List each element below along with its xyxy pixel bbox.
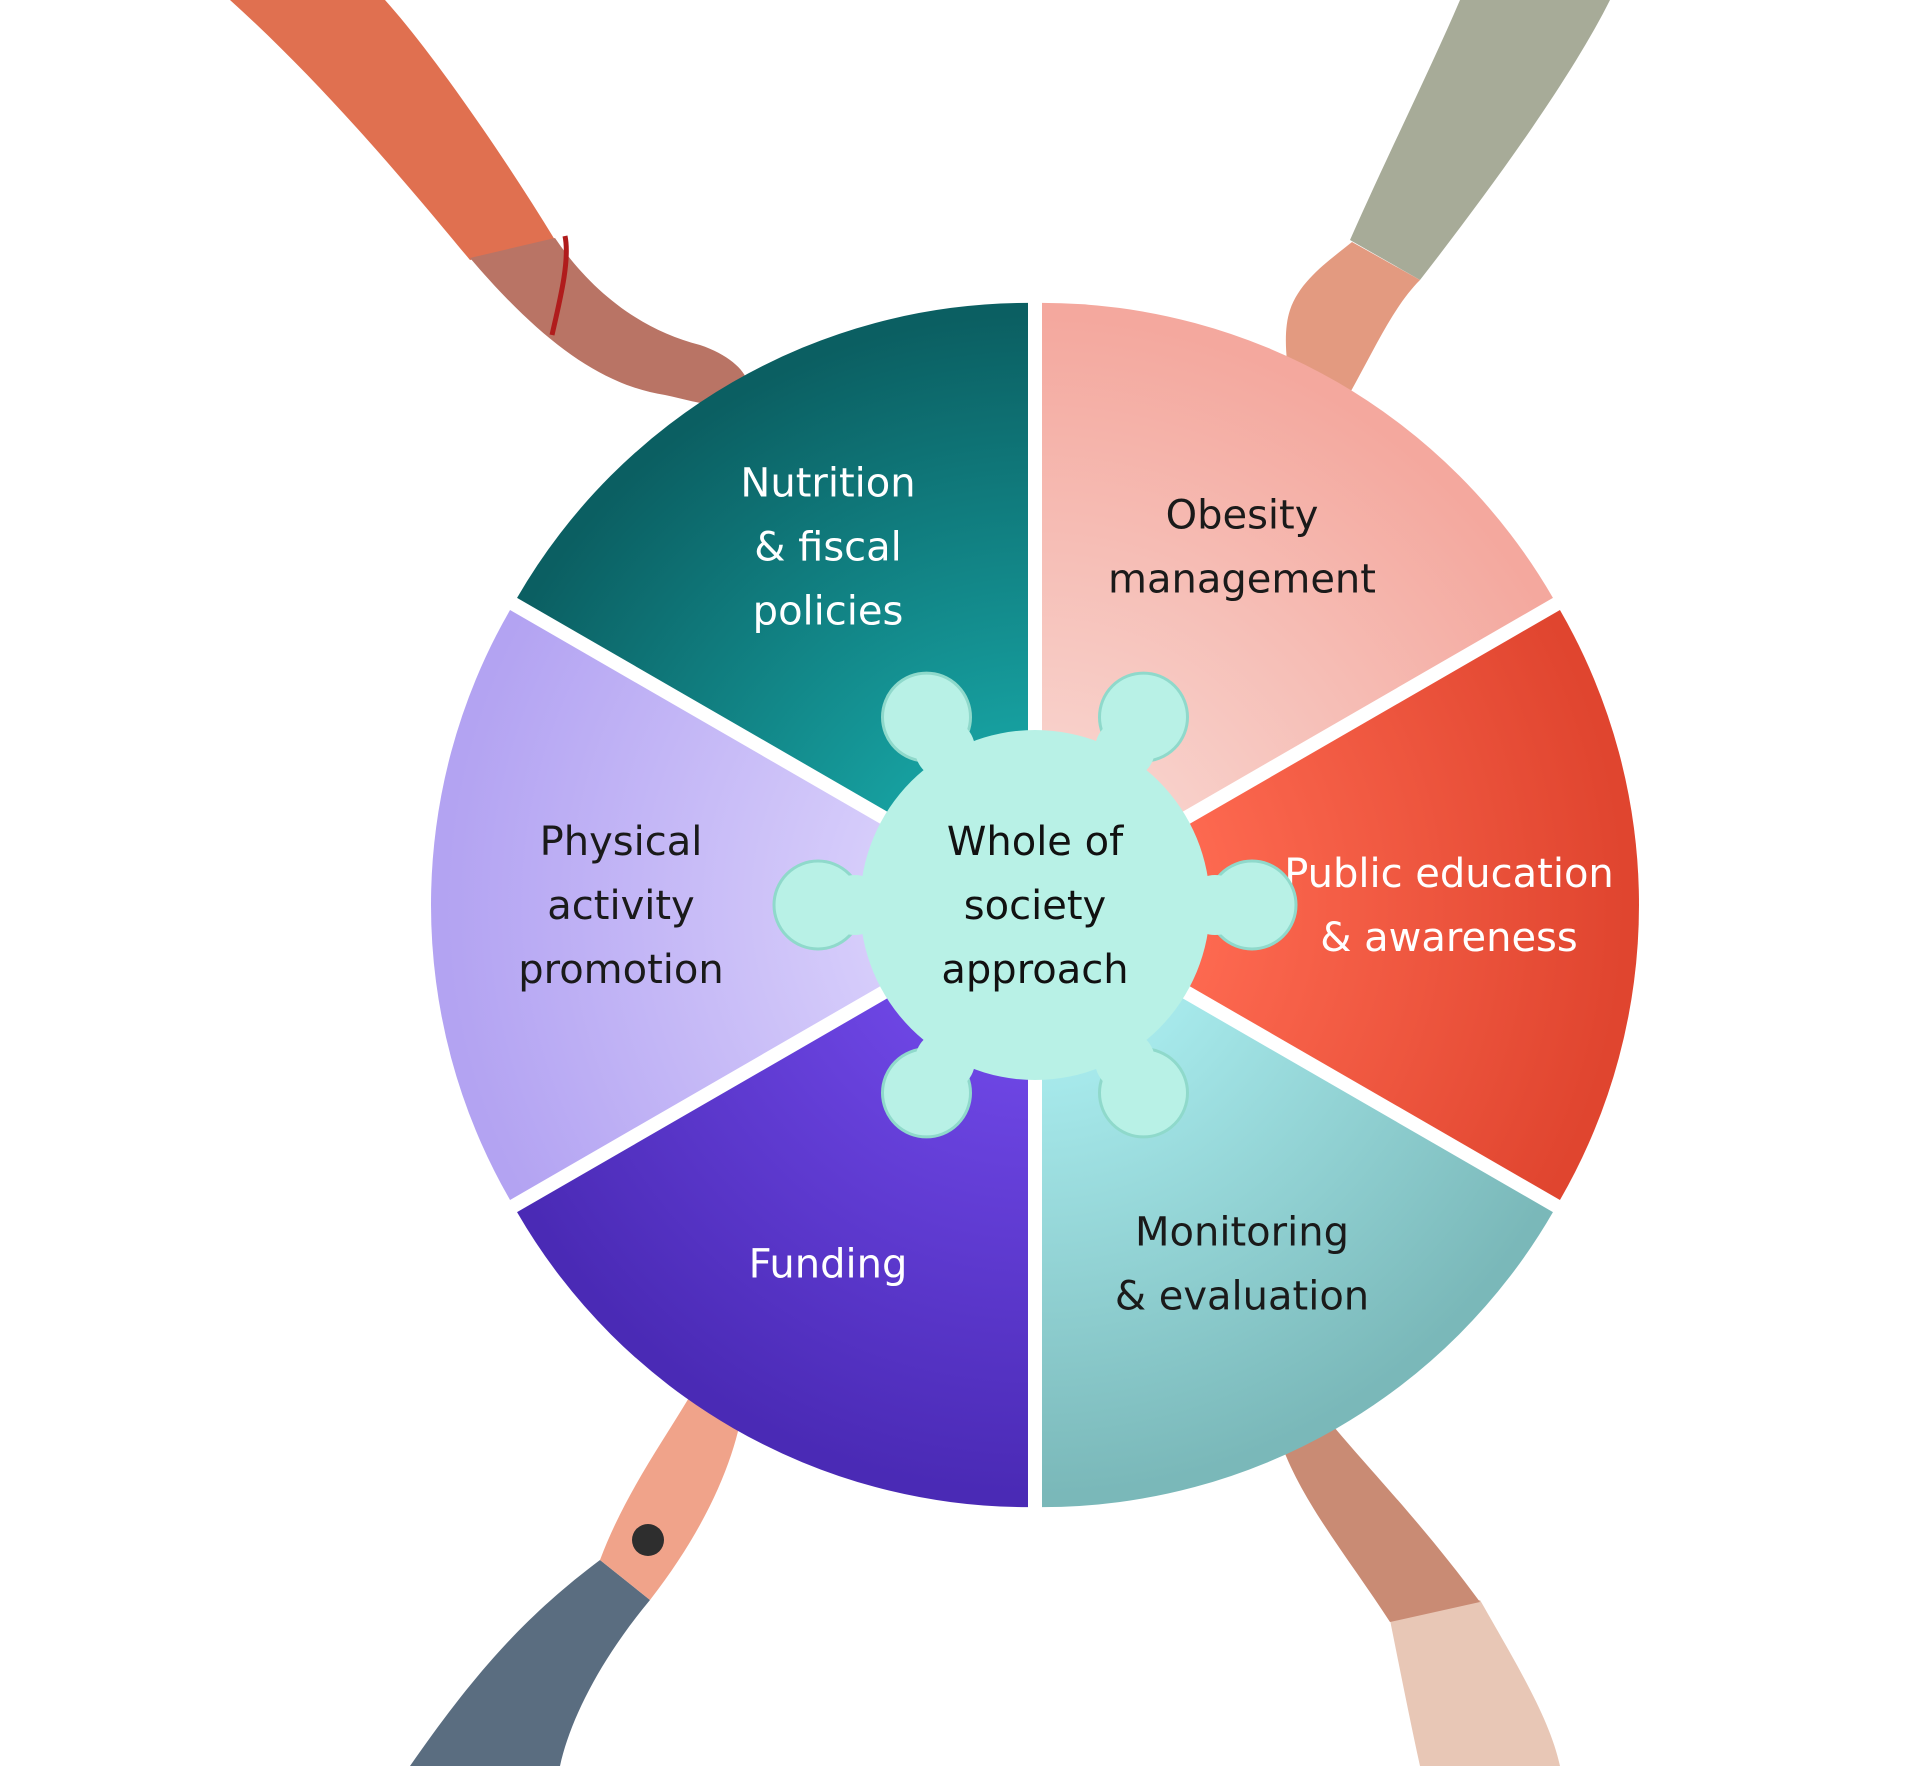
segment-label-obesity: Obesity management xyxy=(1108,492,1376,602)
segment-physical-activity xyxy=(431,610,1021,1200)
hub-neck xyxy=(1185,875,1245,935)
hand-top-right-icon xyxy=(1285,0,1610,436)
segment-label-line: promotion xyxy=(518,947,724,993)
hub-neck xyxy=(1095,719,1155,780)
segment-label-line: Funding xyxy=(749,1242,908,1288)
segment-label-line: Monitoring xyxy=(1135,1210,1349,1256)
segment-label-line: policies xyxy=(753,588,904,634)
center-label-line: Whole of xyxy=(947,819,1124,865)
segment-label-line: & fiscal xyxy=(754,524,902,570)
hub-neck xyxy=(825,875,885,935)
segment-label-line: management xyxy=(1108,556,1376,602)
hand-top-left-icon xyxy=(230,0,749,430)
center-label-line: approach xyxy=(941,947,1128,993)
segment-label-funding: Funding xyxy=(749,1242,908,1288)
hub-circle xyxy=(860,730,1210,1080)
hub-neck xyxy=(915,719,975,780)
center-hub: Whole of society approach xyxy=(772,671,1298,1139)
segment-label-line: & evaluation xyxy=(1115,1274,1369,1320)
segment-label-monitoring: Monitoring & evaluation xyxy=(1115,1210,1369,1320)
segment-label-line: Physical xyxy=(540,819,703,865)
segment-label-line: Nutrition xyxy=(740,460,915,506)
center-label-line: society xyxy=(964,883,1106,929)
hub-neck xyxy=(1095,1030,1155,1091)
hand-bottom-right-icon xyxy=(1278,1392,1560,1766)
segment-label-line: Public education xyxy=(1284,851,1614,897)
hand-bottom-left-icon xyxy=(410,1342,745,1766)
segment-label-public-education: Public education & awareness xyxy=(1284,851,1614,961)
center-label: Whole of society approach xyxy=(941,819,1128,993)
segment-label-nutrition: Nutrition & fiscal policies xyxy=(740,460,915,634)
segment-public-education xyxy=(1049,610,1639,1200)
segment-label-line: & awareness xyxy=(1320,915,1577,961)
segment-label-physical-activity: Physical activity promotion xyxy=(518,819,724,993)
segment-label-line: activity xyxy=(547,883,694,929)
segment-label-line: Obesity xyxy=(1166,492,1319,538)
hub-neck xyxy=(915,1030,975,1091)
